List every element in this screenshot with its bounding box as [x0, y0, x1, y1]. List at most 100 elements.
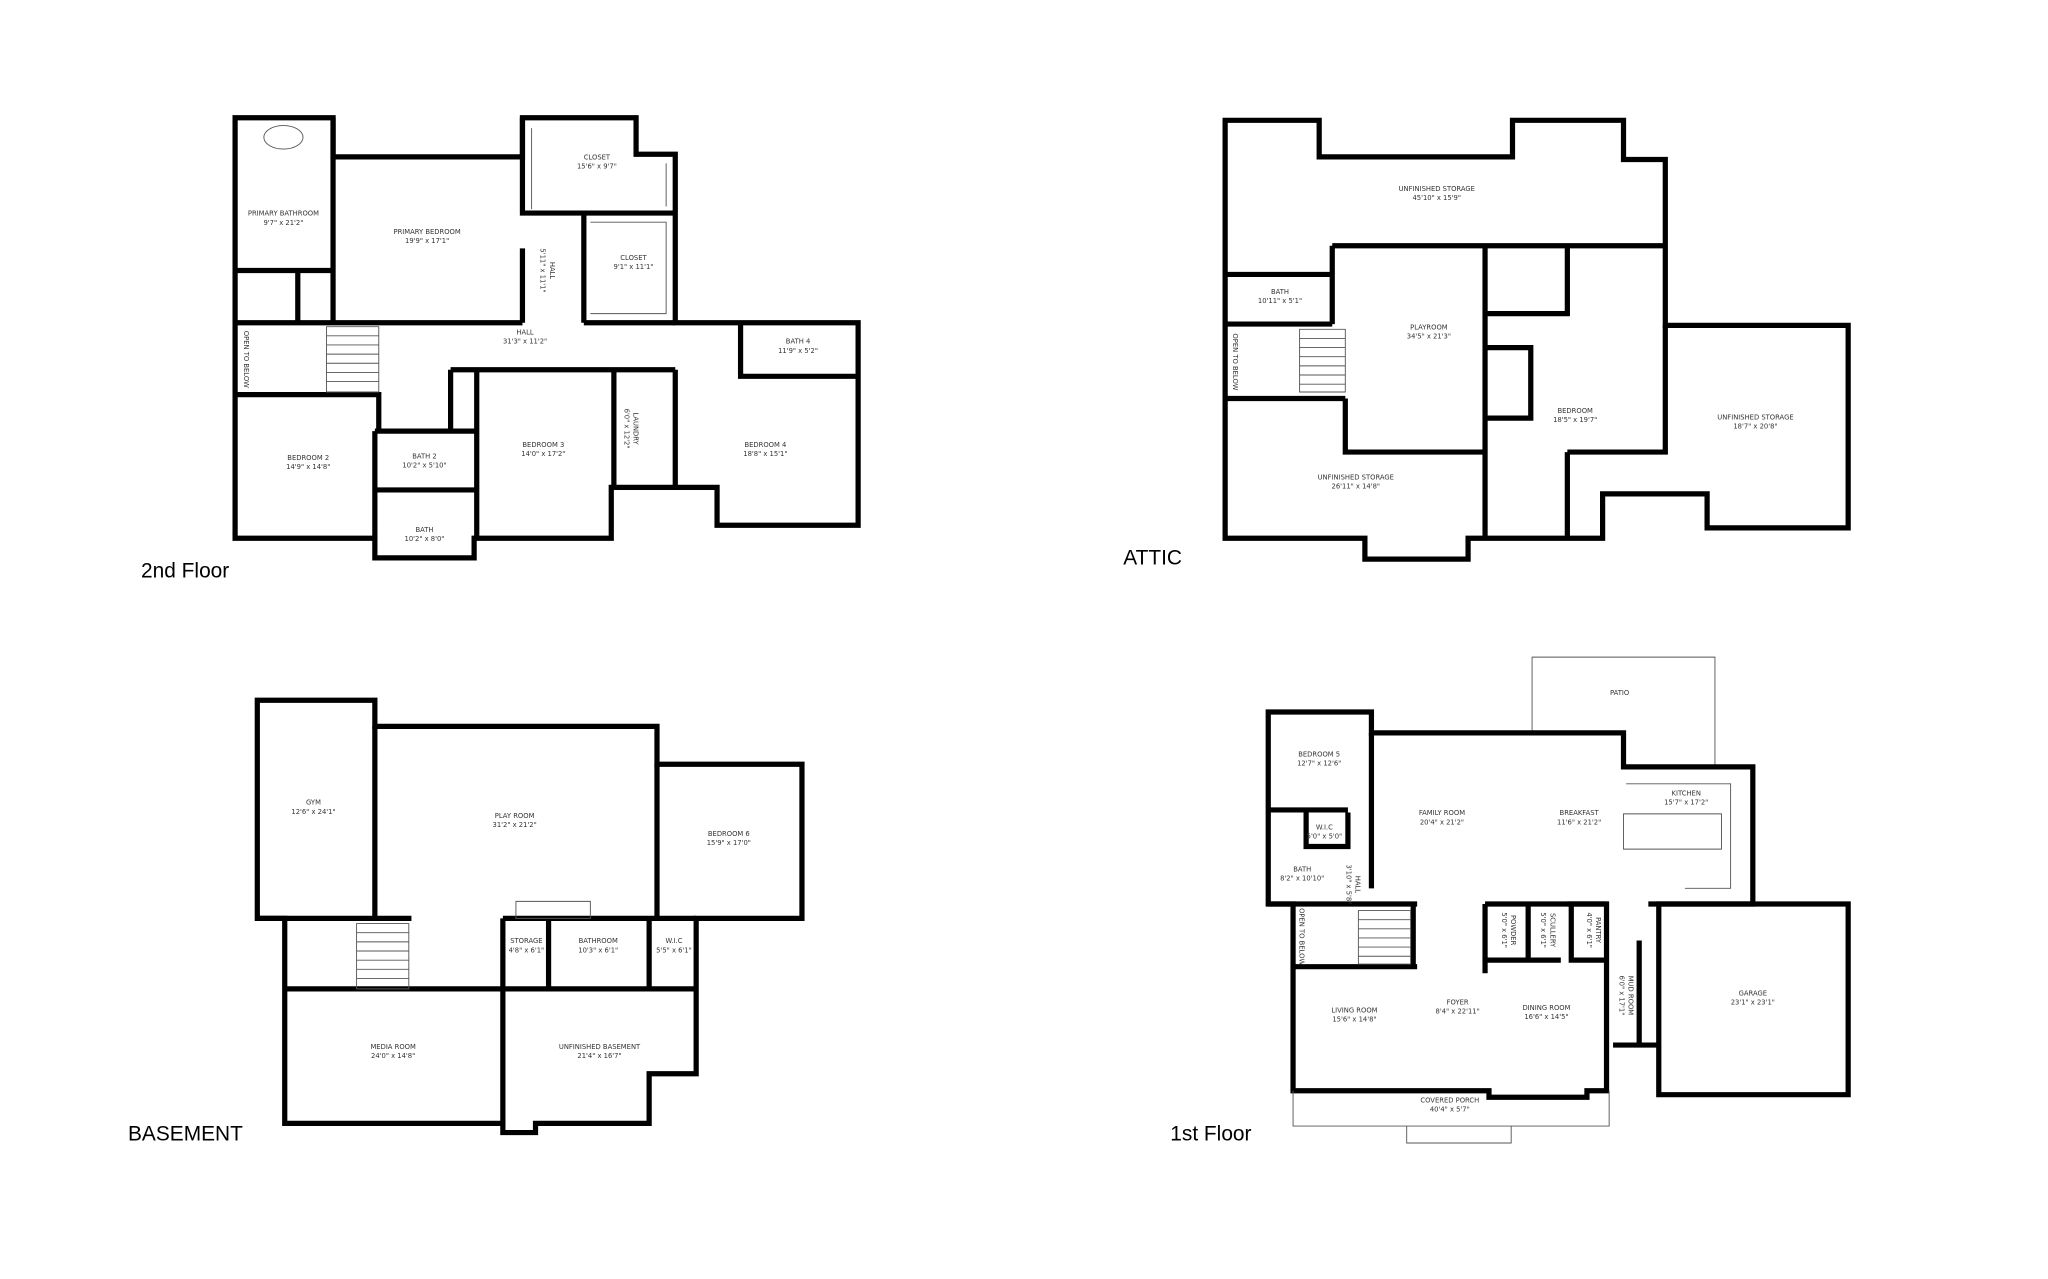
staircase [1357, 910, 1412, 965]
room-dimensions: 20'4" x 21'2" [1420, 818, 1464, 826]
room-label: BEDROOM 214'9" x 14'8" [286, 454, 330, 471]
room-name: BATH 4 [786, 338, 810, 346]
room-dimensions: 34'5" x 21'3" [1407, 332, 1451, 340]
room-name: W.I.C [1316, 824, 1333, 832]
room-dimensions: 10'3" x 6'1" [578, 946, 618, 954]
floor-label-basement: BASEMENT [128, 1123, 243, 1146]
staircase [326, 326, 380, 393]
second-floor-plan [232, 115, 861, 561]
room-dimensions: 11'9" x 5'2" [778, 347, 818, 355]
room-label: W.I.C5'5" x 6'1" [656, 937, 692, 954]
room-dimensions: 6'0" x 17'1" [1618, 975, 1626, 1015]
room-dimensions: 14'0" x 17'2" [521, 450, 565, 458]
room-dimensions: 6'0" x 12'2" [622, 409, 630, 449]
interior-walls [257, 726, 697, 1124]
room-name: GARAGE [1739, 989, 1767, 997]
room-name: HALL [516, 329, 534, 337]
kitchen-counters [1623, 783, 1732, 889]
room-dimensions: 26'11" x 14'8" [1332, 483, 1381, 491]
garage-walls [1656, 901, 1851, 1098]
covered-porch-outline [1292, 1090, 1610, 1144]
room-label: OPEN TO BELOW [1231, 333, 1239, 390]
room-dimensions: 15'6" x 9'7" [577, 163, 617, 171]
room-name: PLAYROOM [1410, 323, 1448, 331]
room-name: CLOSET [584, 154, 611, 162]
floor-label-attic: ATTIC [1123, 547, 1182, 570]
room-name: BATH [1271, 288, 1289, 296]
closet-shelves [531, 128, 667, 315]
room-name: PATIO [1610, 689, 1629, 697]
interior-walls [1225, 243, 1668, 539]
room-name: DINING ROOM [1522, 1004, 1570, 1012]
staircase [1299, 328, 1346, 393]
room-name: W.I.C [665, 937, 682, 945]
room-dimensions: 31'2" x 21'2" [493, 821, 537, 829]
room-dimensions: 5'0" x 6'1" [1500, 912, 1508, 948]
room-dimensions: 19'9" x 17'1" [405, 237, 449, 245]
room-name: BATH [1293, 865, 1311, 873]
room-name: BREAKFAST [1560, 809, 1600, 817]
room-name: MUD ROOM [1627, 976, 1635, 1016]
room-dimensions: 12'6" x 24'1" [291, 808, 335, 816]
room-name: BATHROOM [579, 937, 618, 945]
room-label: BATH 210'2" x 5'10" [402, 453, 446, 470]
room-name: CLOSET [620, 254, 647, 262]
room-dimensions: 11'6" x 21'2" [1557, 818, 1601, 826]
room-dimensions: 4'0" x 6'1" [1585, 912, 1593, 948]
room-name: BATH 2 [412, 453, 436, 461]
room-name: UNFINISHED STORAGE [1318, 474, 1394, 482]
room-dimensions: 18'8" x 15'1" [743, 450, 787, 458]
floor-label-1st-floor: 1st Floor [1170, 1123, 1251, 1146]
room-name: FOYER [1447, 999, 1469, 1007]
room-dimensions: 5'0" x 5'0" [1307, 833, 1343, 841]
room-dimensions: 8'2" x 10'10" [1280, 874, 1324, 882]
room-name: OPEN TO BELOW [1231, 333, 1239, 390]
room-name: STORAGE [510, 937, 542, 945]
room-dimensions: 5'11" x 11'1" [539, 248, 547, 292]
room-dimensions: 16'6" x 14'5" [1524, 1013, 1568, 1021]
exterior-walls [1222, 117, 1851, 562]
room-dimensions: 4'8" x 6'1" [509, 946, 545, 954]
first-floor-plan [1265, 656, 1851, 1144]
room-dimensions: 10'2" x 5'10" [402, 462, 446, 470]
room-label: OPEN TO BELOW [1298, 908, 1306, 965]
counter [515, 900, 591, 919]
room-dimensions: 10'11" x 5'1" [1258, 297, 1302, 305]
interior-walls [1268, 732, 1659, 1048]
floor-label-2nd-floor: 2nd Floor [141, 560, 229, 583]
room-label: BEDROOM 418'8" x 15'1" [743, 441, 787, 458]
room-dimensions: 14'9" x 14'8" [286, 463, 330, 471]
room-dimensions: 45'10" x 15'9" [1412, 194, 1461, 202]
room-dimensions: 21'4" x 16'7" [577, 1052, 621, 1060]
staircase [356, 923, 410, 990]
exterior-walls [254, 697, 805, 1136]
room-name: UNFINISHED STORAGE [1717, 413, 1793, 421]
room-name: SCULLERY [1548, 913, 1556, 948]
room-dimensions: 3'10" x 5'8" [1345, 864, 1353, 904]
room-dimensions: 5'5" x 6'1" [656, 946, 692, 954]
room-name: PRIMARY BEDROOM [393, 228, 460, 236]
